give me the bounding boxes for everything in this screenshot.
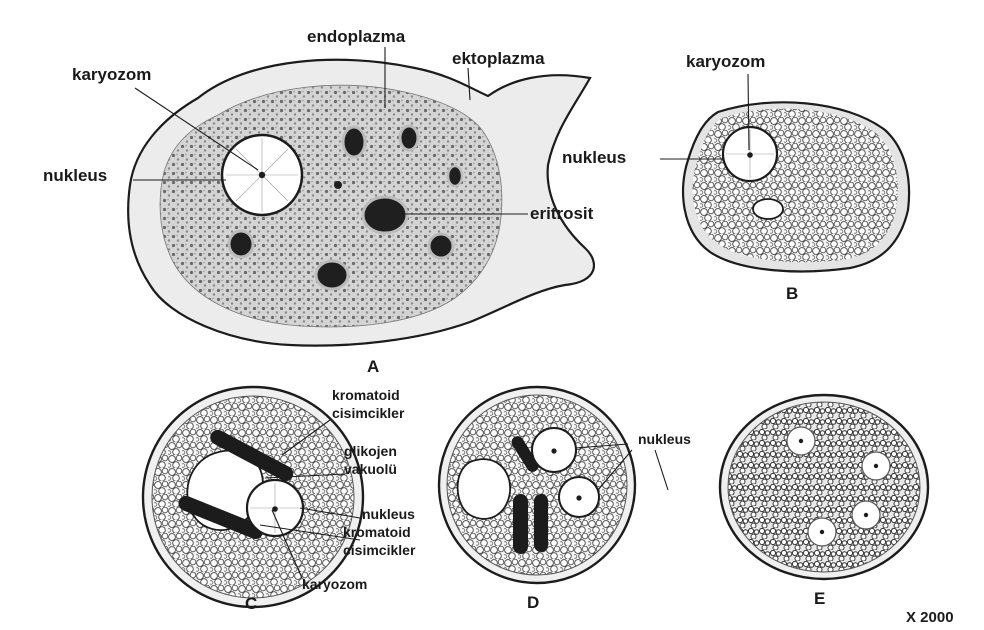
label-kromatoid-c-top-1: kromatoid xyxy=(332,387,400,403)
glycogen-vacuole-d xyxy=(458,459,511,519)
erythrocyte-6 xyxy=(429,234,453,258)
figure-b: karyozom nukleus B xyxy=(562,52,909,303)
label-karyozom-c: karyozom xyxy=(302,576,367,592)
karyosome-d-1 xyxy=(551,448,556,453)
label-nukleus-a: nukleus xyxy=(43,166,107,185)
karyosome-e-2 xyxy=(874,464,878,468)
chromatoid-body-d-2 xyxy=(513,494,528,554)
erythrocyte-4 xyxy=(229,231,253,257)
label-nukleus-b: nukleus xyxy=(562,148,626,167)
karyosome-a xyxy=(259,172,265,178)
figure-e: E xyxy=(720,395,928,608)
label-kromatoid-c-top-2: cisimcikler xyxy=(332,405,405,421)
label-endoplazma: endoplazma xyxy=(307,27,406,46)
label-nukleus-c: nukleus xyxy=(362,506,415,522)
label-karyozom-a: karyozom xyxy=(72,65,151,84)
karyosome-e-3 xyxy=(820,530,824,534)
granule-a xyxy=(334,181,342,189)
cell-b-inner xyxy=(693,109,898,263)
figure-letter-a: A xyxy=(367,357,379,376)
cyst-e-cytoplasm xyxy=(728,402,920,572)
karyosome-e-4 xyxy=(864,513,868,517)
chromatoid-body-d-3 xyxy=(534,494,548,552)
erythrocyte-1 xyxy=(343,127,365,157)
label-ektoplazma: ektoplazma xyxy=(452,49,545,68)
erythrocyte-2 xyxy=(400,126,418,150)
label-kromatoid-c-bottom-2: cisimcikler xyxy=(343,542,416,558)
karyosome-e-1 xyxy=(799,439,803,443)
figure-c: kromatoid cisimcikler glikojen vakuolü n… xyxy=(143,387,416,613)
figure-letter-b: B xyxy=(786,284,798,303)
erythrocyte-large xyxy=(363,197,407,233)
figure-letter-d: D xyxy=(527,593,539,612)
figure-letter-e: E xyxy=(814,589,825,608)
label-glikojen-2: vakuolü xyxy=(344,461,397,477)
label-glikojen-1: glikojen xyxy=(344,443,397,459)
karyosome-b xyxy=(747,152,753,158)
endoplasm xyxy=(160,85,502,327)
label-karyozom-b: karyozom xyxy=(686,52,765,71)
vacuole-b xyxy=(753,199,783,219)
label-kromatoid-c-bottom-1: kromatoid xyxy=(343,524,411,540)
label-nukleus-d: nukleus xyxy=(638,431,691,447)
karyosome-c xyxy=(272,506,278,512)
label-eritrosit: eritrosit xyxy=(530,204,594,223)
magnification-label: X 2000 xyxy=(906,609,954,626)
karyosome-d-2 xyxy=(576,495,581,500)
figure-letter-c: C xyxy=(245,594,257,613)
figure-d: nukleus D xyxy=(439,387,691,612)
erythrocyte-3 xyxy=(448,166,462,186)
erythrocyte-5 xyxy=(316,261,348,289)
figure-a: karyozom nukleus endoplazma ektoplazma e… xyxy=(43,27,594,376)
